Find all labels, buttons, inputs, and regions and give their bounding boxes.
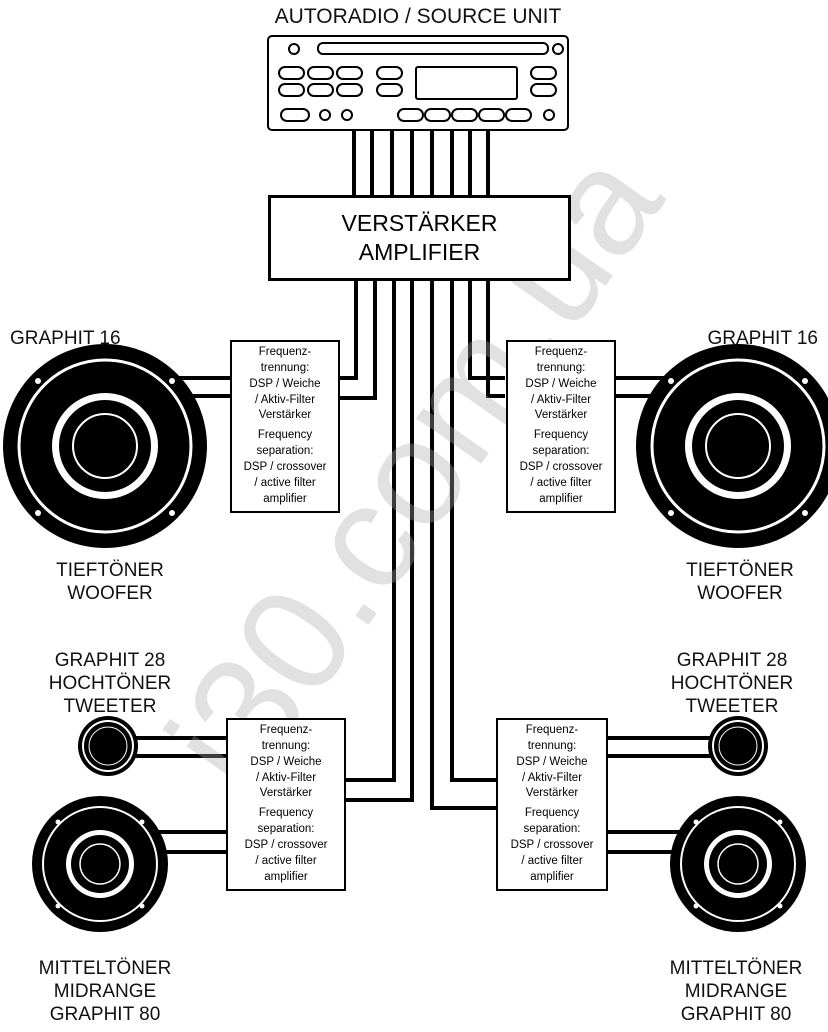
tweeter-name-de: HOCHTÖNER [48, 672, 172, 694]
crossover-text: / Aktiv-Filter [530, 393, 592, 406]
crossover-text: DSP / crossover [510, 839, 594, 852]
midrange-name-de: MITTELTÖNER [38, 958, 172, 979]
speaker-cables [130, 376, 712, 854]
tweeter-left-icon [78, 716, 138, 776]
crossover-text: / active filter [254, 476, 316, 489]
crossover-text: trennung: [527, 739, 577, 752]
woofer-name-de: TIEFTÖNER [56, 560, 164, 581]
crossover-text: Frequenz- [258, 346, 312, 358]
crossover-text: Frequency [257, 429, 313, 442]
woofer-name-de: TIEFTÖNER [686, 560, 794, 581]
midrange-right-icon [670, 796, 806, 932]
crossover-text: trennung: [536, 361, 586, 374]
midrange-right-label: MITTELTÖNER MIDRANGE GRAPHIT 80 [646, 958, 826, 1026]
crossover-upper-right: Frequenz- trennung: DSP / Weiche / Aktiv… [506, 340, 616, 513]
crossover-text: Verstärker [258, 409, 312, 422]
crossover-text: amplifier [263, 492, 307, 505]
midrange-name-de: MITTELTÖNER [669, 958, 803, 979]
tweeter-model: GRAPHIT 28 [54, 650, 166, 671]
crossover-text: Frequenz- [525, 724, 579, 736]
amplifier-box: VERSTÄRKER AMPLIFIER [268, 195, 571, 281]
crossover-text: amplifier [264, 870, 308, 883]
woofer-name-en: WOOFER [697, 582, 783, 604]
crossover-text: DSP / crossover [244, 839, 328, 852]
woofer-left-name: TIEFTÖNER WOOFER [20, 560, 200, 606]
amplifier-label-de: VERSTÄRKER [341, 210, 498, 237]
midrange-left-icon [32, 796, 168, 932]
crossover-text: / active filter [521, 854, 583, 867]
crossover-text: separation: [523, 823, 581, 836]
tweeter-right-label: GRAPHIT 28 HOCHTÖNER TWEETER [642, 650, 822, 718]
crossover-text: trennung: [261, 739, 311, 752]
midrange-model: GRAPHIT 80 [49, 1003, 161, 1025]
crossover-text: / Aktiv-Filter [521, 771, 583, 784]
crossover-text: trennung: [260, 361, 310, 374]
tweeter-name-en: TWEETER [685, 695, 779, 717]
midrange-name-en: MIDRANGE [684, 980, 788, 1002]
crossover-upper-left: Frequenz- trennung: DSP / Weiche / Aktiv… [230, 340, 340, 513]
crossover-text: DSP / crossover [243, 461, 327, 474]
tweeter-name-en: TWEETER [63, 695, 157, 717]
crossover-text: separation: [256, 445, 314, 458]
crossover-text: Frequency [524, 807, 580, 820]
woofer-right-icon [636, 344, 828, 548]
crossover-text: DSP / Weiche [516, 755, 588, 768]
tweeter-model: GRAPHIT 28 [676, 650, 788, 671]
woofer-right-model: GRAPHIT 16 [707, 328, 818, 349]
crossover-text: amplifier [539, 492, 583, 505]
crossover-text: DSP / Weiche [525, 377, 597, 390]
woofer-left-icon [3, 344, 207, 548]
crossover-lower-left: Frequenz- trennung: DSP / Weiche / Aktiv… [226, 718, 346, 891]
crossover-text: / active filter [530, 476, 592, 489]
crossover-text: separation: [257, 823, 315, 836]
crossover-lower-right: Frequenz- trennung: DSP / Weiche / Aktiv… [496, 718, 608, 891]
source-unit-label: AUTORADIO / SOURCE UNIT [274, 5, 562, 28]
woofer-name-en: WOOFER [67, 582, 153, 604]
midrange-model: GRAPHIT 80 [680, 1003, 792, 1025]
crossover-text: Frequency [258, 807, 314, 820]
midrange-name-en: MIDRANGE [53, 980, 157, 1002]
woofer-left-model: GRAPHIT 16 [10, 328, 121, 349]
crossover-text: Frequency [533, 429, 589, 442]
tweeter-left-label: GRAPHIT 28 HOCHTÖNER TWEETER [20, 650, 200, 718]
crossover-text: DSP / Weiche [249, 377, 321, 390]
crossover-text: Verstärker [534, 409, 588, 422]
crossover-text: / Aktiv-Filter [254, 393, 316, 406]
crossover-text: Verstärker [259, 787, 313, 800]
crossover-text: separation: [532, 445, 590, 458]
woofer-right-name: TIEFTÖNER WOOFER [650, 560, 828, 606]
crossover-text: / Aktiv-Filter [255, 771, 317, 784]
output-cables [333, 281, 505, 810]
crossover-text: Frequenz- [534, 346, 588, 358]
input-cables [352, 130, 490, 196]
crossover-text: DSP / Weiche [250, 755, 322, 768]
source-unit-icon [267, 35, 569, 131]
crossover-text: DSP / crossover [519, 461, 603, 474]
midrange-left-label: MITTELTÖNER MIDRANGE GRAPHIT 80 [15, 958, 195, 1026]
crossover-text: Frequenz- [259, 724, 313, 736]
amplifier-label-en: AMPLIFIER [358, 239, 481, 265]
crossover-text: amplifier [530, 870, 574, 883]
tweeter-name-de: HOCHTÖNER [670, 672, 794, 694]
crossover-text: Verstärker [525, 787, 579, 800]
crossover-text: / active filter [255, 854, 317, 867]
tweeter-right-icon [708, 716, 768, 776]
